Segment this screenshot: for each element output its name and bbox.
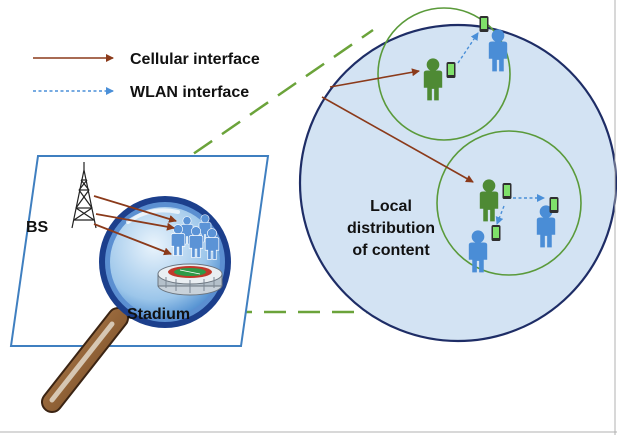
legend: Cellular interface WLAN interface <box>33 51 260 101</box>
base-station-label: BS <box>26 219 49 236</box>
wlan-legend-label: WLAN interface <box>130 84 249 101</box>
detail-arrow-top <box>329 68 420 88</box>
cellular-legend-label: Cellular interface <box>130 51 260 68</box>
local-label-line1: Local <box>370 198 412 215</box>
bs-arrow-1 <box>93 195 177 223</box>
cluster-ring-bottom <box>436 130 582 276</box>
smartphone-icon <box>502 183 512 199</box>
smartphone-icon <box>446 62 456 78</box>
detail-arrow-bottom <box>321 96 474 183</box>
stadium-icon <box>157 263 223 296</box>
local-area-circle <box>298 23 617 343</box>
stadium-label: Stadium <box>127 306 190 323</box>
local-label-line2: distribution <box>347 220 435 237</box>
cell-tower-icon <box>71 162 97 229</box>
smartphone-icon <box>491 225 501 241</box>
magnifier-handle <box>41 307 129 413</box>
smartphone-icon <box>479 16 489 32</box>
detail-cellular-arrows <box>321 68 474 183</box>
bs-arrow-3 <box>93 223 172 256</box>
smartphone-icon <box>549 197 559 213</box>
cluster-ring-top <box>377 7 511 141</box>
wlan-arrow-top <box>457 32 479 64</box>
local-label-line3: of content <box>352 242 430 259</box>
bs-arrow-2 <box>95 213 175 231</box>
bs-cellular-arrows <box>93 195 177 256</box>
